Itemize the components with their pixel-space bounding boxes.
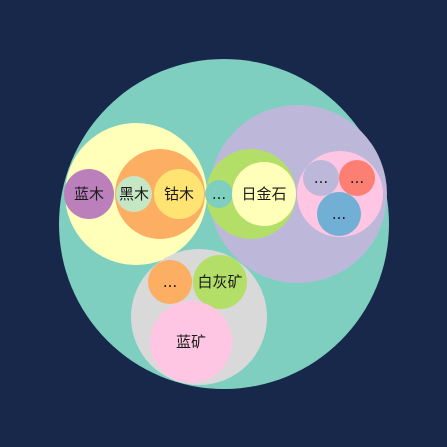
bubble-root-c0-c0[interactable]	[64, 169, 114, 219]
bubble-root-c1-c1[interactable]	[232, 162, 296, 226]
bubble-root-c1-c2-c0[interactable]	[303, 160, 339, 196]
bubble-root-c1-c2-c1[interactable]	[339, 160, 375, 196]
bubble-label-root-c2-c1: 白灰矿	[197, 273, 242, 291]
bubble-root-c2-c0[interactable]	[148, 260, 192, 304]
bubble-label-root-c0-c2: 钴木	[164, 185, 194, 203]
bubble-root-c2-c2[interactable]	[150, 301, 232, 383]
bubble-label-root-c1-c2-c0: ...	[314, 169, 328, 187]
bubble-label-root-c0-c1: 黑木	[119, 185, 149, 203]
bubble-label-root-c0-c0: 蓝木	[74, 185, 104, 203]
bubble-label-root-c1-c1: 日金石	[241, 185, 286, 203]
labels-layer: 蓝木黑木钴木... 日金石............ 白灰矿蓝矿	[74, 169, 364, 351]
circles-layer	[59, 59, 389, 389]
bubble-label-root-c1-c2-c2: ...	[332, 205, 346, 223]
bubble-label-root-c2-c2: 蓝矿	[176, 333, 206, 351]
bubble-root-c1-c2-c2[interactable]	[317, 192, 361, 236]
bubble-label-root-c2-c0: ...	[163, 273, 177, 291]
bubble-root-c0-c1[interactable]	[116, 176, 152, 212]
bubble-label-root-c1-c2-c1: ...	[350, 169, 364, 187]
bubble-root-c0-c2[interactable]	[154, 169, 204, 219]
bubble-root-c2-c1[interactable]	[193, 255, 247, 309]
bubble-root-c1-c0[interactable]	[205, 180, 233, 208]
bubble-label-root-c1-c0: ...	[212, 185, 226, 203]
